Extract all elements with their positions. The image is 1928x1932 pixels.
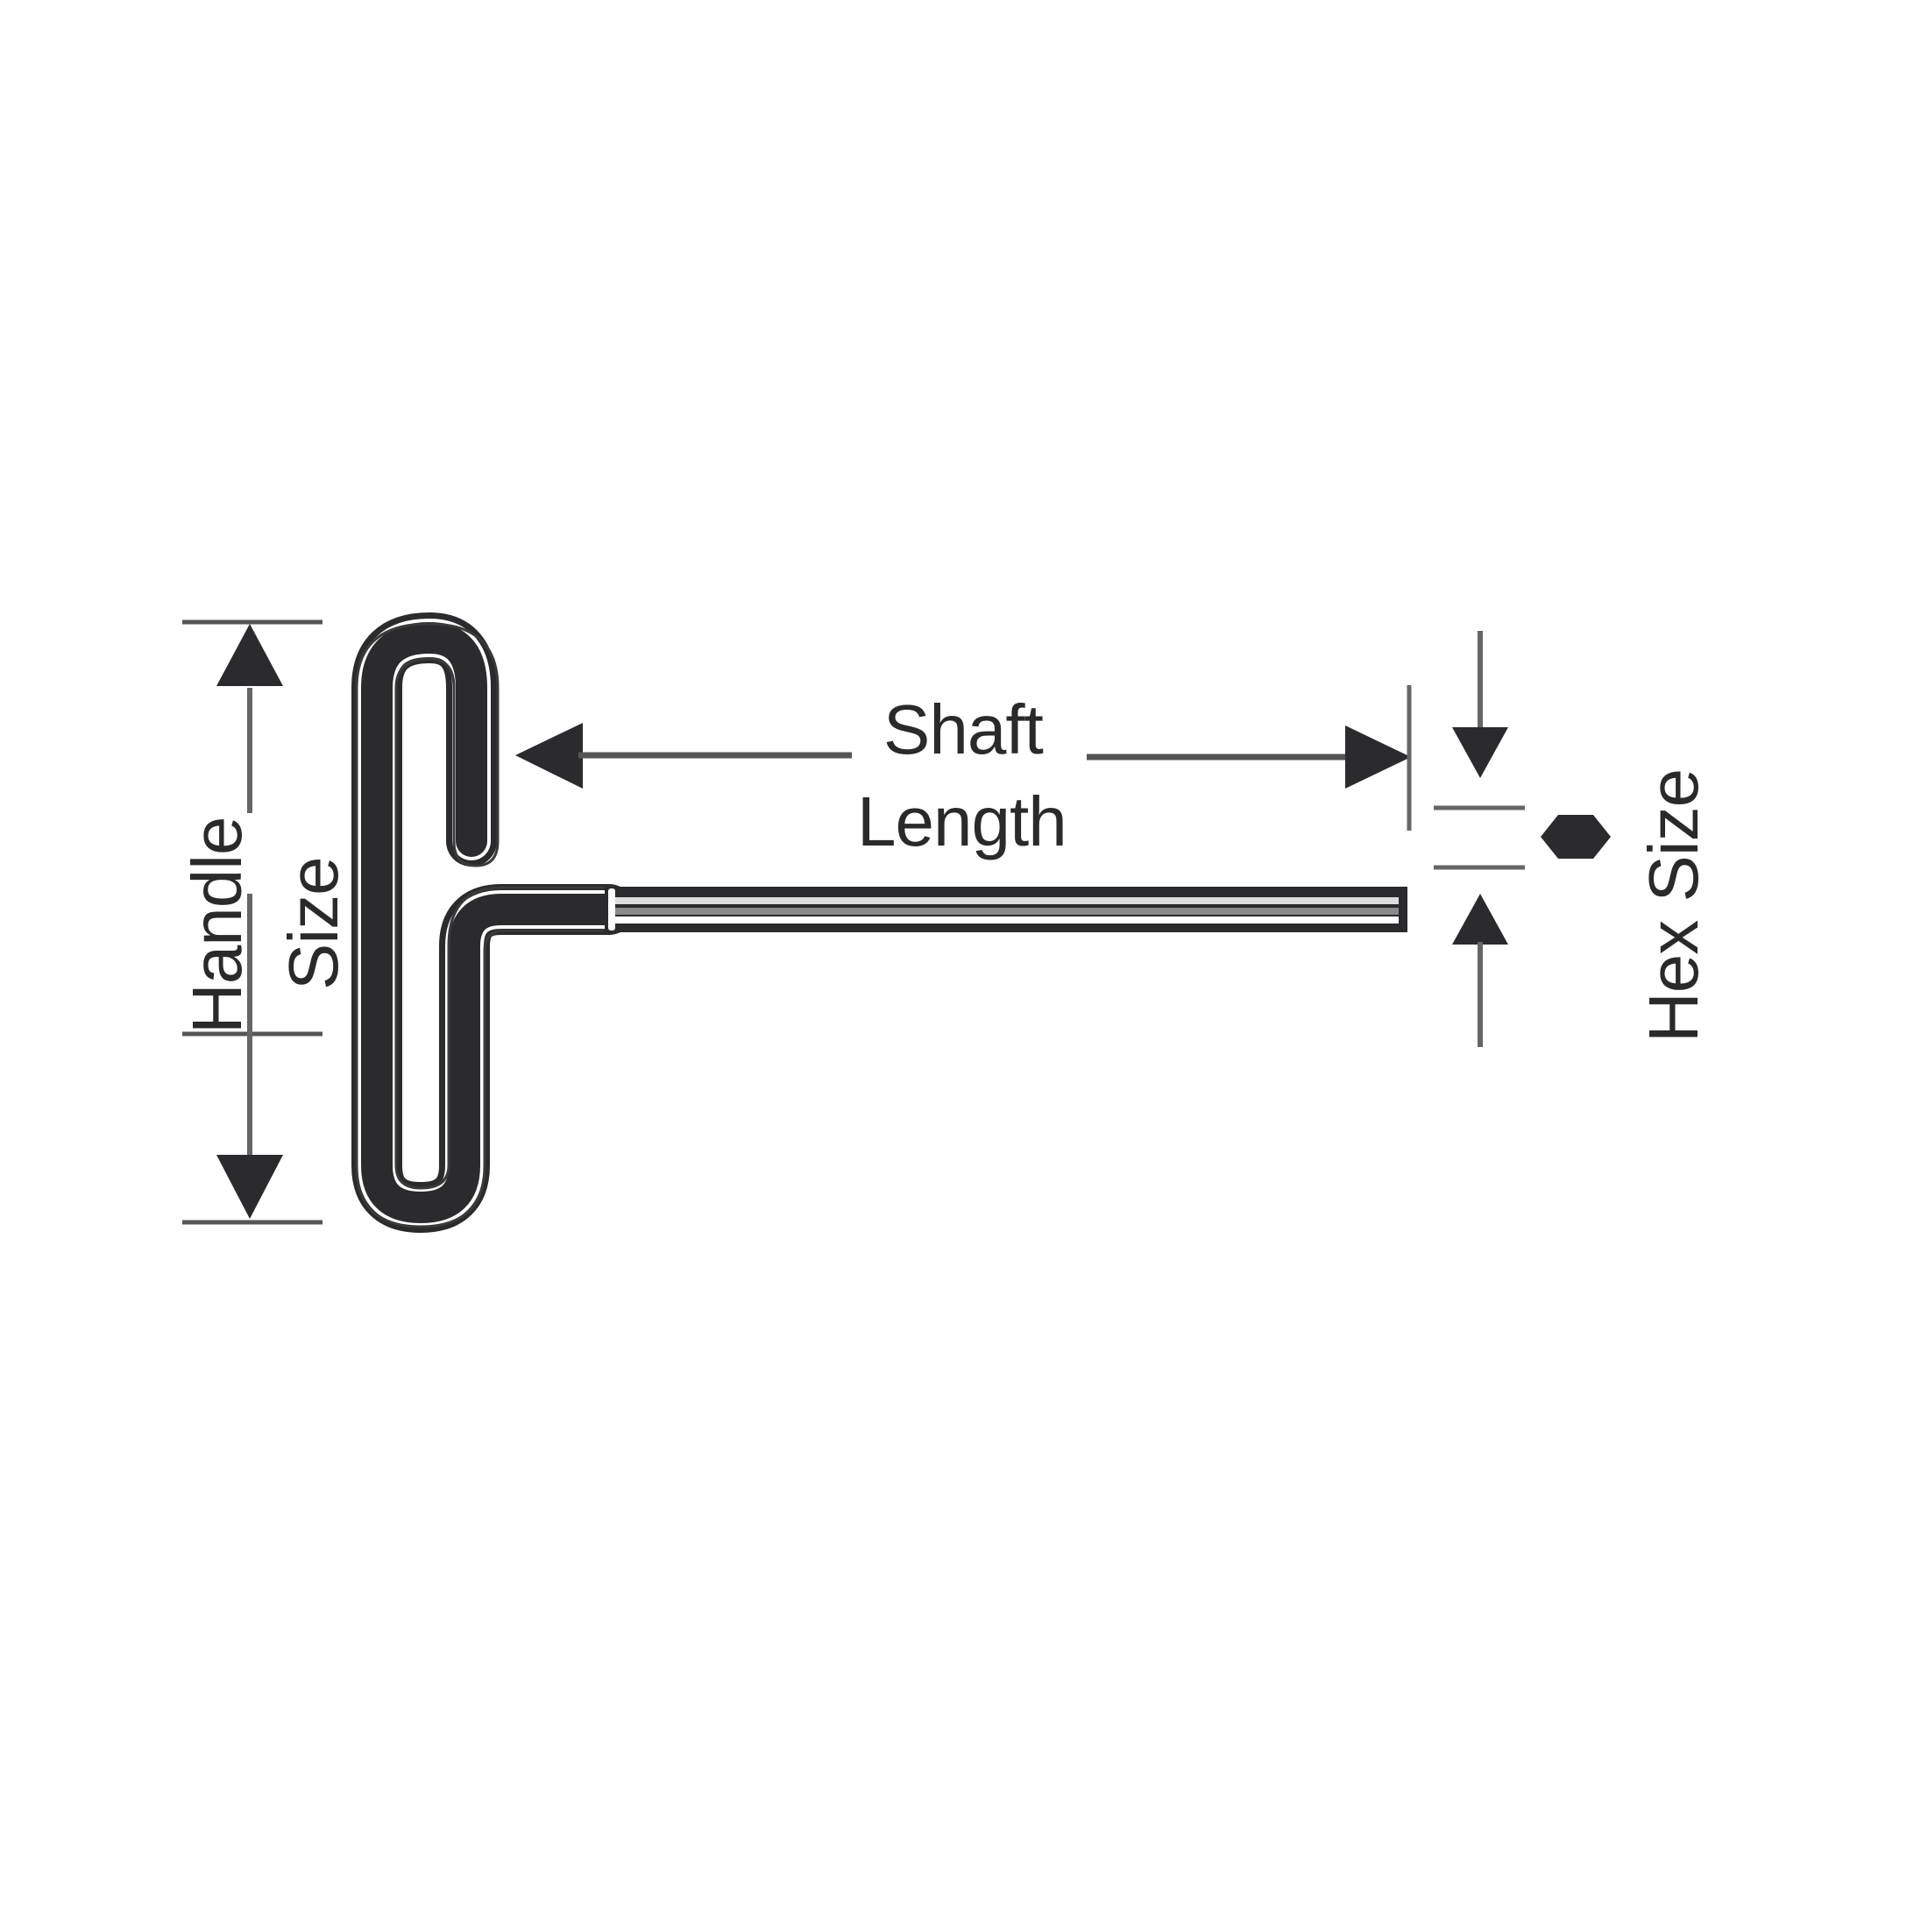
shaft-length-dimension	[515, 685, 1412, 831]
arrow-down-icon	[1452, 727, 1508, 778]
arrow-down-icon	[216, 1155, 283, 1219]
arrow-right-icon	[1345, 725, 1411, 789]
hex-key-shaft	[605, 887, 1407, 932]
handle-size-label-line1: Handle	[178, 817, 256, 1034]
hex-size-label: Hex Size	[1634, 768, 1712, 1043]
arrow-up-icon	[1452, 894, 1508, 945]
hex-size-dimension	[1434, 631, 1611, 1047]
arrow-up-icon	[216, 624, 283, 686]
handle-size-label-line2: Size	[274, 857, 352, 990]
handle-size-dimension	[182, 619, 323, 1225]
shaft-length-label-line2: Length	[857, 782, 1067, 860]
t-handle-hex-key-icon	[351, 612, 1407, 1233]
shaft-length-label-line1: Shaft	[883, 690, 1044, 768]
hexagon-icon	[1541, 815, 1611, 859]
arrow-left-icon	[515, 723, 583, 789]
